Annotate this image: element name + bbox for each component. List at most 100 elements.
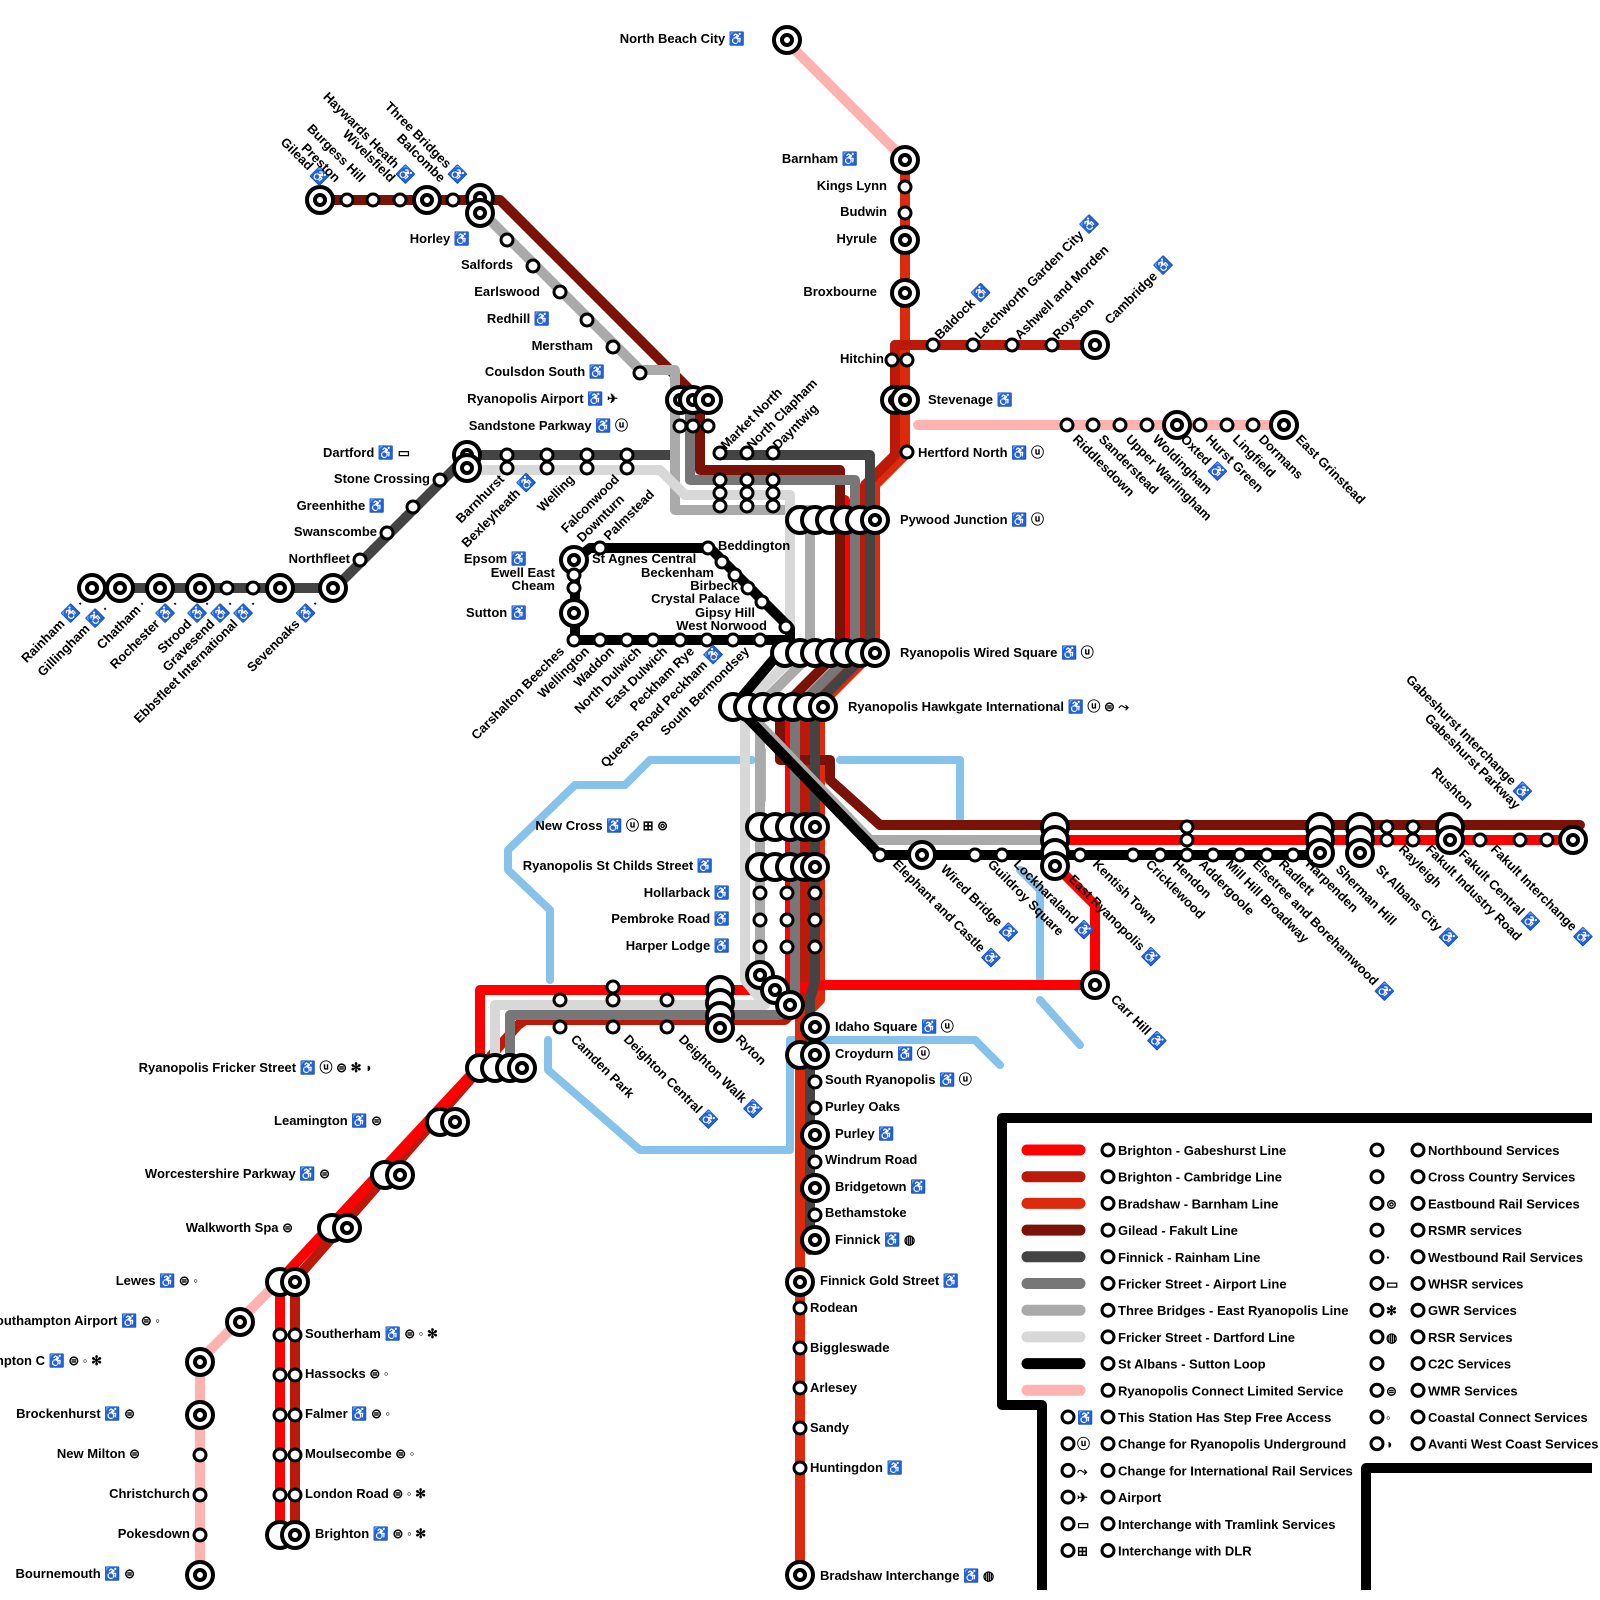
- legend-operator-northbound-services: Northbound Services: [1428, 1143, 1559, 1158]
- line-finnick-rainham: [95, 455, 870, 1250]
- legend-symbol-3-icon: ✈: [1077, 1490, 1088, 1505]
- station-label-horley: Horley ♿: [410, 231, 470, 246]
- station-label-west-norwood: West Norwood: [676, 618, 767, 633]
- legend-operator-c2c-services: C2C Services: [1428, 1357, 1511, 1372]
- station-label-christchurch: Christchurch: [109, 1486, 190, 1501]
- legend-station-icon: [1102, 1197, 1114, 1209]
- legend-line-brighton-cambridge-line: Brighton - Cambridge Line: [1118, 1170, 1282, 1185]
- legend-station-icon: [1412, 1197, 1424, 1209]
- legend-station-icon: [1102, 1224, 1114, 1236]
- legend-station-icon: [1412, 1411, 1424, 1423]
- legend-station-icon: [1371, 1358, 1383, 1370]
- station-label-new-cross: New Cross ♿ ⓤ ⊞ ⊚: [535, 818, 668, 833]
- station-label-north-beach-city: North Beach City ♿: [620, 31, 745, 46]
- station-label-bethamstoke: Bethamstoke: [825, 1205, 907, 1220]
- legend-station-icon: [1371, 1411, 1383, 1423]
- station-label-rodean: Rodean: [810, 1300, 858, 1315]
- station-label-salfords: Salfords: [461, 257, 513, 272]
- station-label-crystal-palace: Crystal Palace: [651, 591, 740, 606]
- legend-station-icon: [1371, 1197, 1383, 1209]
- station-label-ryanopolis-wired-square: Ryanopolis Wired Square ♿ ⓤ: [900, 645, 1094, 660]
- legend-operator-5-icon: ▭: [1386, 1277, 1398, 1292]
- station-label-hollarback: Hollarback ♿: [644, 885, 730, 900]
- legend-station-icon: [1371, 1384, 1383, 1396]
- legend-operator-wmr-services: WMR Services: [1428, 1383, 1518, 1398]
- legend-station-icon: [1412, 1358, 1424, 1370]
- legend-station-icon: [1412, 1144, 1424, 1156]
- legend-line-fricker-street-airport-line: Fricker Street - Airport Line: [1118, 1277, 1287, 1292]
- legend-symbol-interchange-with-dlr: Interchange with DLR: [1118, 1544, 1252, 1559]
- station-label-swanscombe: Swanscombe: [294, 524, 377, 539]
- station-label-welling: Welling: [534, 471, 577, 514]
- legend-station-icon: [1102, 1491, 1114, 1503]
- station-label-worcestershire-parkway: Worcestershire Parkway ♿ ⊜: [145, 1166, 330, 1181]
- legend-line-three-bridges-east-ryanopolis-line: Three Bridges - East Ryanopolis Line: [1118, 1303, 1348, 1318]
- legend-station-icon: [1412, 1251, 1424, 1263]
- station-label-arlesey: Arlesey: [810, 1380, 858, 1395]
- station-label-st-agnes-central: St Agnes Central: [592, 551, 696, 566]
- legend-operator-cross-country-services: Cross Country Services: [1428, 1170, 1575, 1185]
- legend-station-icon: [1371, 1331, 1383, 1343]
- station-label-pywood-junction: Pywood Junction ♿ ⓤ: [900, 512, 1044, 527]
- legend-operator-6-icon: ✻: [1386, 1303, 1397, 1318]
- station-label-southampton-c: Southampton C ♿ ⊜ ◦ ✻: [0, 1353, 102, 1368]
- station-label-pokesdown: Pokesdown: [118, 1526, 190, 1541]
- legend-station-icon: [1371, 1224, 1383, 1236]
- station-label-barnham: Barnham ♿: [782, 151, 858, 166]
- station-label-bridgetown: Bridgetown ♿: [835, 1179, 926, 1194]
- legend-station-icon: [1102, 1438, 1114, 1450]
- legend-operator-gwr-services: GWR Services: [1428, 1303, 1517, 1318]
- station-label-beddington: Beddington: [718, 538, 790, 553]
- station-label-earlswood: Earlswood: [474, 284, 540, 299]
- station-label-ryanopolis-airport: Ryanopolis Airport ♿ ✈: [467, 391, 618, 406]
- station-label-cambridge: Cambridge ♿: [1102, 254, 1175, 327]
- legend-station-icon: [1102, 1464, 1114, 1476]
- legend-symbol-airport: Airport: [1118, 1490, 1162, 1505]
- station-label-ryton: Ryton: [733, 1032, 770, 1069]
- station-label-finnick: Finnick ♿ ◍: [835, 1232, 915, 1247]
- legend-station-icon: [1371, 1144, 1383, 1156]
- legend-station-icon: [1102, 1411, 1114, 1423]
- legend-line-finnick-rainham-line: Finnick - Rainham Line: [1118, 1250, 1260, 1265]
- station-label-hassocks: Hassocks ⊜ ◦: [305, 1366, 388, 1381]
- legend-line-brighton-gabeshurst-line: Brighton - Gabeshurst Line: [1118, 1143, 1286, 1158]
- station-label-kings-lynn: Kings Lynn: [817, 178, 887, 193]
- station-label-epsom: Epsom ♿: [464, 551, 527, 566]
- station-label-purley-oaks: Purley Oaks: [825, 1099, 900, 1114]
- legend-station-icon: [1102, 1384, 1114, 1396]
- legend-line-ryanopolis-connect-limited-service: Ryanopolis Connect Limited Service: [1118, 1383, 1343, 1398]
- station-label-hertford-north: Hertford North ♿ ⓤ: [918, 445, 1044, 460]
- legend-symbol-1-icon: ⓤ: [1077, 1437, 1090, 1452]
- legend-operator-7-icon: ◍: [1386, 1330, 1397, 1345]
- station-label-deighton-central: Deighton Central ♿: [621, 1032, 720, 1131]
- legend-station-icon: [1102, 1144, 1114, 1156]
- legend-station-icon: [1062, 1545, 1074, 1557]
- station-label-cheam: Cheam: [512, 578, 555, 593]
- legend-symbol-change-for-ryanopolis-underground: Change for Ryanopolis Underground: [1118, 1437, 1346, 1452]
- legend-symbol-0-icon: ♿: [1077, 1410, 1093, 1425]
- station-label-ryanopolis-fricker-street: Ryanopolis Fricker Street ♿ ⓤ ⊜ ✻ ◗: [139, 1060, 373, 1075]
- station-label-ryanopolis-hawkgate-international: Ryanopolis Hawkgate International ♿ ⓤ ⊜ …: [848, 699, 1130, 714]
- legend-station-icon: [1412, 1171, 1424, 1183]
- station-label-budwin: Budwin: [840, 204, 887, 219]
- legend-operator-9-icon: ⊜: [1386, 1383, 1397, 1398]
- legend-station-icon: [1371, 1304, 1383, 1316]
- station-label-london-road: London Road ⊜ ◦ ✻: [305, 1486, 426, 1501]
- station-label-southerham: Southerham ♿ ⊜ ◦ ✻: [305, 1326, 438, 1341]
- station-label-gabeshurst-interchange: Gabeshurst Interchange ♿: [1403, 672, 1533, 802]
- legend-operator-westbound-rail-services: Westbound Rail Services: [1428, 1250, 1583, 1265]
- legend-operator-avanti-west-coast-services: Avanti West Coast Services: [1428, 1437, 1599, 1452]
- station-label-finnick-gold-street: Finnick Gold Street ♿: [820, 1273, 959, 1288]
- legend-station-icon: [1371, 1251, 1383, 1263]
- legend-operator-rsr-services: RSR Services: [1428, 1330, 1513, 1345]
- legend-station-icon: [1412, 1384, 1424, 1396]
- legend-station-icon: [1062, 1491, 1074, 1503]
- legend-line-bradshaw-barnham-line: Bradshaw - Barnham Line: [1118, 1196, 1278, 1211]
- legend-station-icon: [1412, 1331, 1424, 1343]
- station-label-sandy: Sandy: [810, 1420, 850, 1435]
- station-label-broxbourne: Broxbourne: [803, 284, 877, 299]
- station-label-brockenhurst: Brockenhurst ♿ ⊜: [16, 1406, 135, 1421]
- station-label-pembroke-road: Pembroke Road ♿: [611, 911, 730, 926]
- legend-station-icon: [1412, 1278, 1424, 1290]
